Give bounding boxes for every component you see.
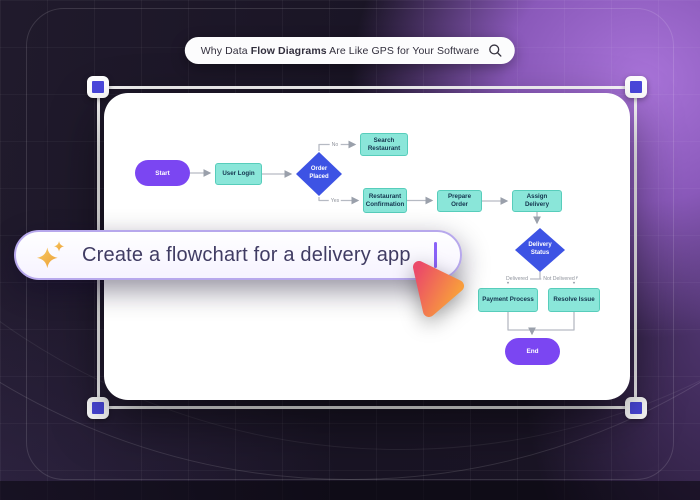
flowchart-node-prepare-order[interactable]: Prepare Order (437, 190, 482, 212)
flowchart-node-payment-process[interactable]: Payment Process (478, 288, 538, 312)
flowchart-node-end[interactable]: End (505, 338, 560, 365)
flowchart-node-search-restaurant[interactable]: Search Restaurant (360, 133, 408, 156)
search-bar-text: Why Data Flow Diagrams Are Like GPS for … (201, 45, 479, 57)
flowchart-node-restaurant-confirmation[interactable]: Restaurant Confirmation (363, 188, 407, 213)
decision-label: Order Placed (309, 166, 329, 180)
decision-label: Delivery Status (528, 242, 552, 256)
search-icon[interactable] (488, 43, 503, 58)
selection-handle-bottom-left[interactable] (87, 397, 109, 419)
bottom-dark-band (0, 481, 700, 500)
edge-label-not-delivered: Not Delivered (541, 275, 577, 283)
flowchart: Start User Login Order Placed Search Res… (104, 93, 630, 400)
search-text-bold: Flow Diagrams (250, 44, 327, 57)
flowchart-node-start[interactable]: Start (135, 160, 190, 186)
search-text-part2: Are Like GPS for Your Software (326, 44, 480, 57)
selection-handle-top-left[interactable] (87, 76, 109, 98)
selection-handle-bottom-right[interactable] (625, 397, 647, 419)
flowchart-node-assign-delivery[interactable]: Assign Delivery (512, 190, 562, 212)
text-cursor (433, 242, 437, 268)
edge-label-delivered: Delivered (504, 275, 530, 283)
edge-label-no: No (329, 141, 341, 148)
flowchart-node-resolve-issue[interactable]: Resolve Issue (548, 288, 600, 312)
edge-label-yes: Yes (328, 197, 342, 204)
mouse-pointer-icon (402, 252, 470, 324)
search-text-part1: Why Data (200, 44, 251, 57)
selection-handle-top-right[interactable] (625, 76, 647, 98)
flowchart-node-user-login[interactable]: User Login (215, 163, 262, 185)
ai-prompt-input[interactable]: Create a flowchart for a delivery app (14, 230, 462, 280)
search-bar[interactable]: Why Data Flow Diagrams Are Like GPS for … (184, 37, 516, 64)
decorative-circle (0, 0, 700, 480)
sparkles-icon (36, 240, 68, 270)
prompt-text: Create a flowchart for a delivery app (82, 243, 411, 266)
